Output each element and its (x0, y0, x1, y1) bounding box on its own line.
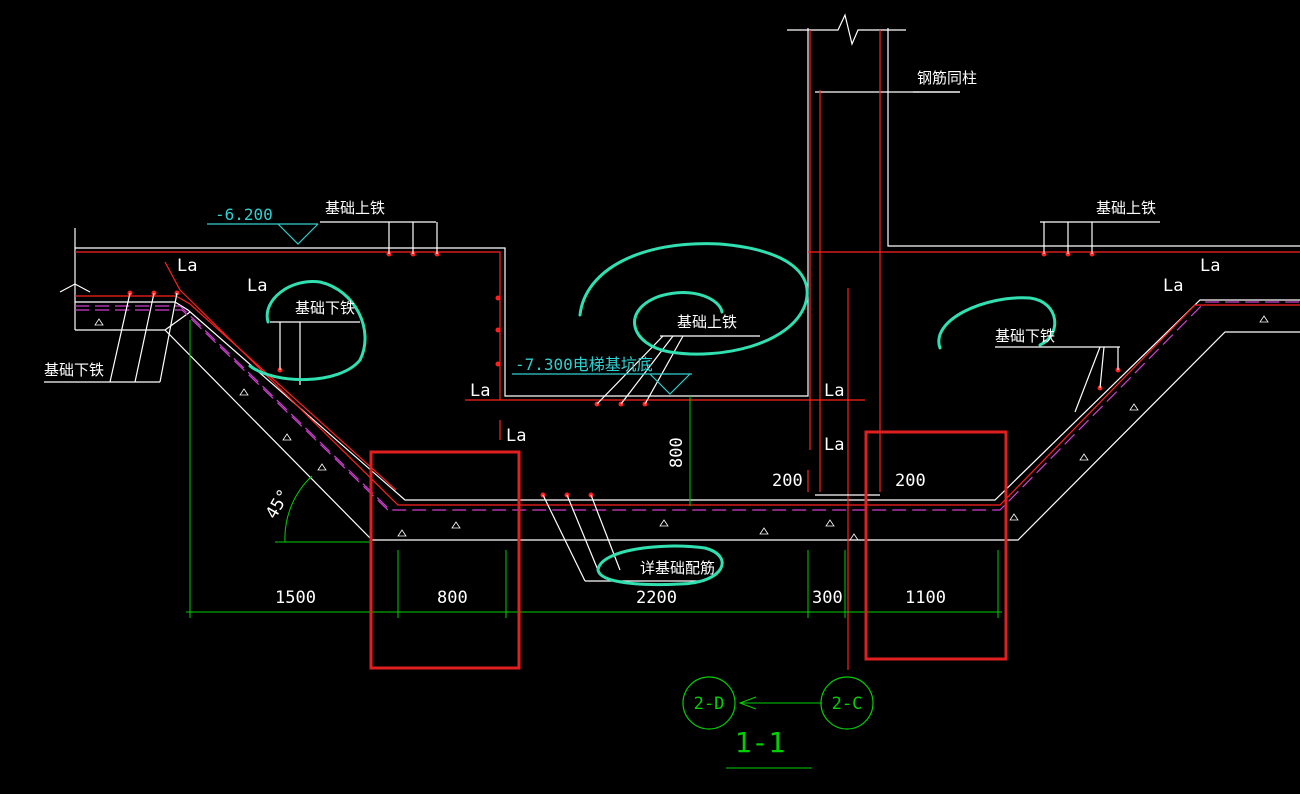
dim-1100: 1100 (905, 588, 946, 608)
dim-300: 300 (812, 588, 843, 608)
elevation-pit: -7.300电梯基坑底 (515, 355, 653, 374)
la-label: La (506, 426, 526, 446)
la-label: La (824, 381, 844, 401)
la-label: La (247, 276, 267, 296)
elevation-top: -6.200 (215, 205, 273, 224)
axis-bubble-2d (682, 676, 736, 730)
leader-lines (44, 91, 1160, 582)
la-label: La (1200, 256, 1220, 276)
dim-800-vertical: 800 (667, 437, 687, 468)
axis-label-2c: 2-C (832, 694, 863, 714)
highlight-box-left (369, 450, 521, 670)
section-title: 1-1 (735, 726, 786, 759)
la-label: La (1163, 276, 1183, 296)
label-bottom-rebar-left-a: 基础下铁 (295, 299, 355, 317)
annotation-scribbles (248, 242, 1057, 587)
dashed-bars (75, 301, 1300, 515)
highlight-box-right (864, 430, 1008, 661)
rebar-lines (75, 30, 1300, 670)
label-bottom-rebar-left-b: 基础下铁 (44, 361, 104, 379)
dim-800: 800 (437, 588, 468, 608)
label-column-rebar: 钢筋同柱 (917, 69, 977, 87)
la-label: La (470, 381, 490, 401)
label-top-rebar-center: 基础上铁 (677, 313, 737, 331)
dim-2200: 2200 (636, 588, 677, 608)
elevation-markers (207, 223, 692, 395)
axis-bubble-2c (820, 676, 874, 730)
axis-label-2d: 2-D (694, 694, 725, 714)
angle-label: 45° (262, 486, 295, 523)
la-label: La (824, 435, 844, 455)
dim-200-left: 200 (772, 471, 803, 491)
label-top-rebar-left: 基础上铁 (325, 199, 385, 217)
concrete-hatch (94, 315, 1269, 541)
label-top-rebar-right: 基础上铁 (1096, 199, 1156, 217)
label-detail-note: 详基础配筋 (640, 559, 715, 577)
label-bottom-rebar-right: 基础下铁 (995, 327, 1055, 345)
la-label: La (177, 256, 197, 276)
dim-1500: 1500 (275, 588, 316, 608)
dim-200-right: 200 (895, 471, 926, 491)
